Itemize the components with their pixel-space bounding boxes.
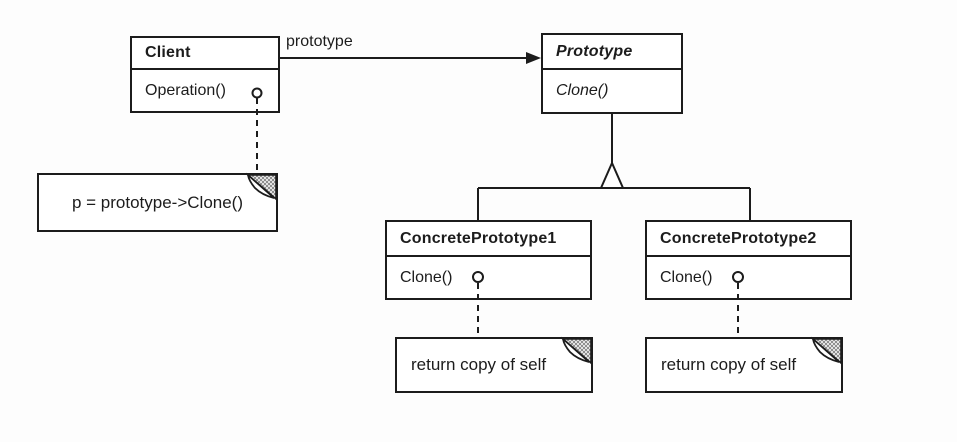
- class-box-concrete-prototype-2: ConcretePrototype2 Clone(): [645, 220, 852, 300]
- class-box-concrete-prototype-1: ConcretePrototype1 Clone(): [385, 220, 592, 300]
- class-box-client: Client Operation(): [130, 36, 280, 113]
- association-arrowhead-icon: [526, 52, 541, 64]
- note-client-code: p = prototype->Clone(): [37, 173, 278, 232]
- class-name-concrete-prototype-2: ConcretePrototype2: [647, 222, 850, 257]
- class-name-concrete-prototype-1: ConcretePrototype1: [387, 222, 590, 257]
- inheritance-triangle-icon: [599, 160, 625, 189]
- note-concrete2-return-text: return copy of self: [661, 355, 797, 374]
- note-concrete1-return-text: return copy of self: [411, 355, 547, 374]
- class-box-prototype: Prototype Clone(): [541, 33, 683, 114]
- class-method-client-operation: Operation(): [145, 81, 226, 99]
- note-concrete1-return: return copy of self: [395, 337, 593, 393]
- class-method-concrete1-clone: Clone(): [400, 268, 453, 286]
- class-name-client: Client: [132, 38, 278, 70]
- note-client-code-text: p = prototype->Clone(): [71, 192, 244, 212]
- association-label-prototype: prototype: [286, 33, 353, 50]
- class-method-prototype-clone: Clone(): [556, 82, 609, 99]
- note-concrete2-return: return copy of self: [645, 337, 843, 393]
- class-name-prototype: Prototype: [543, 35, 681, 70]
- class-method-concrete2-clone: Clone(): [660, 268, 713, 286]
